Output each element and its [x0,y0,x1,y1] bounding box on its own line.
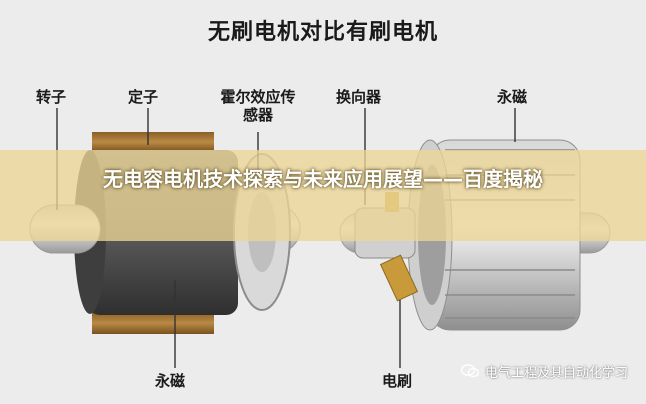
watermark: 电气工程及其自动化学习 [460,360,628,382]
label-commutator: 换向器 [336,88,382,106]
brush-bottom [379,254,419,302]
label-hall-sensor: 霍尔效应传感器 [220,88,296,124]
label-magnet-bottom: 永磁 [155,372,186,390]
label-rotor: 转子 [36,88,67,106]
label-brush: 电刷 [382,372,413,390]
headline-banner [0,150,646,241]
stator-winding-bottom [92,312,214,334]
label-magnet-top: 永磁 [497,88,528,106]
stator-winding-top [92,132,214,152]
label-stator: 定子 [128,88,159,106]
watermark-text: 电气工程及其自动化学习 [484,365,628,381]
headline-text: 无电容电机技术探索与未来应用展望——百度揭秘 [103,167,543,191]
diagram-title: 无刷电机对比有刷电机 [207,20,438,45]
wechat-icon [460,364,479,378]
